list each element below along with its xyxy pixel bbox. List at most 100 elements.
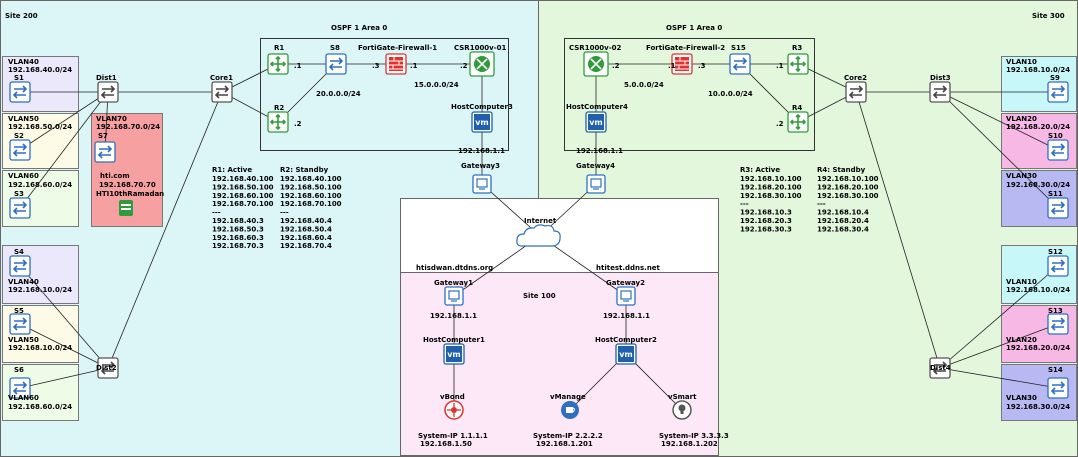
switch-s3-icon[interactable]: [9, 197, 31, 219]
vlan-name: VLAN40: [8, 58, 39, 66]
interface-label: .3: [698, 62, 706, 70]
firewall-1-icon[interactable]: [385, 53, 407, 75]
network-label: 20.0.0.0/24: [316, 90, 361, 98]
switch-s7-icon[interactable]: [94, 141, 116, 163]
csr1000v-02-icon[interactable]: [583, 51, 609, 77]
switch-s4-icon[interactable]: [9, 255, 31, 277]
vsmart-icon[interactable]: [672, 400, 692, 420]
core1-switch-icon[interactable]: [211, 81, 233, 103]
r1-label: R1: [274, 44, 284, 52]
dist1-switch-icon[interactable]: [97, 81, 119, 103]
hostcomputer3-vm-icon[interactable]: [471, 111, 493, 133]
internet-label: Internet: [524, 217, 557, 225]
vbond-icon[interactable]: [444, 400, 464, 420]
switch-s10-icon[interactable]: [1047, 139, 1069, 161]
system-ip-label: System-IP 2.2.2.2: [533, 432, 603, 440]
dist3-switch-icon[interactable]: [929, 81, 951, 103]
hsrp-left-col2-title: R2: Standby: [280, 166, 329, 174]
vlan-name: VLAN70: [96, 115, 127, 123]
interface-label: .2: [294, 120, 302, 128]
hsrp-address: 192.168.70.4: [280, 242, 332, 250]
switch-label: S6: [14, 366, 24, 374]
server-icon[interactable]: [119, 200, 133, 216]
switch-s13-icon[interactable]: [1047, 313, 1069, 335]
hostcomputer2-vm-icon[interactable]: [615, 343, 637, 365]
switch-label: S14: [1048, 366, 1063, 374]
vlan-subnet: 192.168.10.0/24: [8, 344, 72, 352]
hsrp-right-col2-title: R4: Standby: [817, 166, 866, 174]
ip-label: 192.168.1.50: [420, 440, 472, 448]
dist4-label: Dist4: [930, 364, 951, 372]
router-r4-icon[interactable]: [787, 111, 809, 133]
ospf-left-label: OSPF 1 Area 0: [331, 24, 387, 32]
gw3-label: Gateway3: [461, 162, 500, 170]
gateway4-icon[interactable]: [586, 174, 606, 194]
hsrp-address: ---: [280, 209, 289, 217]
switch-s11-icon[interactable]: [1047, 197, 1069, 219]
gateway1-icon[interactable]: [444, 286, 464, 306]
ip-label: 192.168.1.202: [661, 440, 718, 448]
ospf-area-left: [260, 38, 509, 151]
switch-label: S10: [1048, 132, 1063, 140]
hsrp-address: 192.168.10.100: [817, 175, 879, 183]
hsrp-address: ---: [740, 200, 749, 208]
hsrp-left-col1-title: R1: Active: [212, 166, 252, 174]
switch-s12-icon[interactable]: [1047, 255, 1069, 277]
hsrp-address: 192.168.40.3: [212, 217, 264, 225]
vlan-name: VLAN30: [1006, 394, 1037, 402]
ddns-label: htitest.ddns.net: [596, 264, 661, 272]
switch-s15-icon[interactable]: [729, 53, 751, 75]
router-r3-icon[interactable]: [787, 53, 809, 75]
gateway2-icon[interactable]: [616, 286, 636, 306]
hostcomputer4-vm-icon[interactable]: [585, 111, 607, 133]
vlan-subnet: 192.168.30.0/24: [1006, 181, 1070, 189]
router-r1-icon[interactable]: [267, 53, 289, 75]
csr1000v-01-icon[interactable]: [469, 51, 495, 77]
ip-label: 192.168.1.1: [576, 147, 623, 155]
router-r2-icon[interactable]: [267, 111, 289, 133]
ip-label: 192.168.1.1: [603, 312, 650, 320]
hsrp-address: 192.168.30.4: [817, 225, 869, 233]
hostcomputer1-vm-icon[interactable]: [443, 343, 465, 365]
ip-label: 192.168.1.1: [430, 312, 477, 320]
server-name: hti.com: [100, 172, 130, 180]
core2-switch-icon[interactable]: [845, 81, 867, 103]
switch-label: S2: [14, 132, 24, 140]
gateway3-icon[interactable]: [472, 174, 492, 194]
switch-s2-icon[interactable]: [9, 139, 31, 161]
vlan-name: VLAN50: [8, 336, 39, 344]
ospf-right-label: OSPF 1 Area 0: [666, 24, 722, 32]
hsrp-address: 192.168.20.3: [740, 217, 792, 225]
host2-label: HostComputer2: [595, 336, 657, 344]
gw2-label: Gateway2: [606, 279, 645, 287]
switch-s5-icon[interactable]: [9, 313, 31, 335]
switch-s14-icon[interactable]: [1047, 377, 1069, 399]
s8-label: S8: [330, 44, 340, 52]
vlan-name: VLAN60: [8, 172, 39, 180]
hsrp-address: 192.168.50.100: [212, 183, 274, 191]
interface-label: .1: [410, 62, 418, 70]
vlan-name: VLAN40: [8, 278, 39, 286]
vlan-subnet: 192.168.20.0/24: [1006, 123, 1070, 131]
hsrp-address: 192.168.20.100: [817, 183, 879, 191]
hsrp-address: 192.168.10.3: [740, 209, 792, 217]
vlan-name: VLAN10: [1006, 58, 1037, 66]
hsrp-address: 192.168.40.100: [212, 175, 274, 183]
vmanage-icon[interactable]: [561, 401, 579, 419]
ip-label: 192.168.1.201: [536, 440, 593, 448]
switch-label: S1: [14, 74, 24, 82]
vmanage-label: vManage: [550, 393, 586, 401]
switch-s9-icon[interactable]: [1047, 81, 1069, 103]
hsrp-address: 192.168.60.4: [280, 234, 332, 242]
hsrp-address: 192.168.70.3: [212, 242, 264, 250]
hsrp-left-col2: 192.168.40.100192.168.50.100192.168.60.1…: [280, 175, 342, 250]
vlan-subnet: 192.168.20.0/24: [1006, 344, 1070, 352]
hsrp-address: 192.168.50.100: [280, 183, 342, 191]
switch-s1-icon[interactable]: [9, 81, 31, 103]
ip-label: 192.168.1.1: [458, 147, 505, 155]
hsrp-address: 192.168.50.4: [280, 225, 332, 233]
system-ip-label: System-IP 1.1.1.1: [418, 432, 488, 440]
hsrp-address: ---: [212, 209, 221, 217]
switch-s8-icon[interactable]: [325, 53, 347, 75]
vlan-name: VLAN50: [8, 115, 39, 123]
